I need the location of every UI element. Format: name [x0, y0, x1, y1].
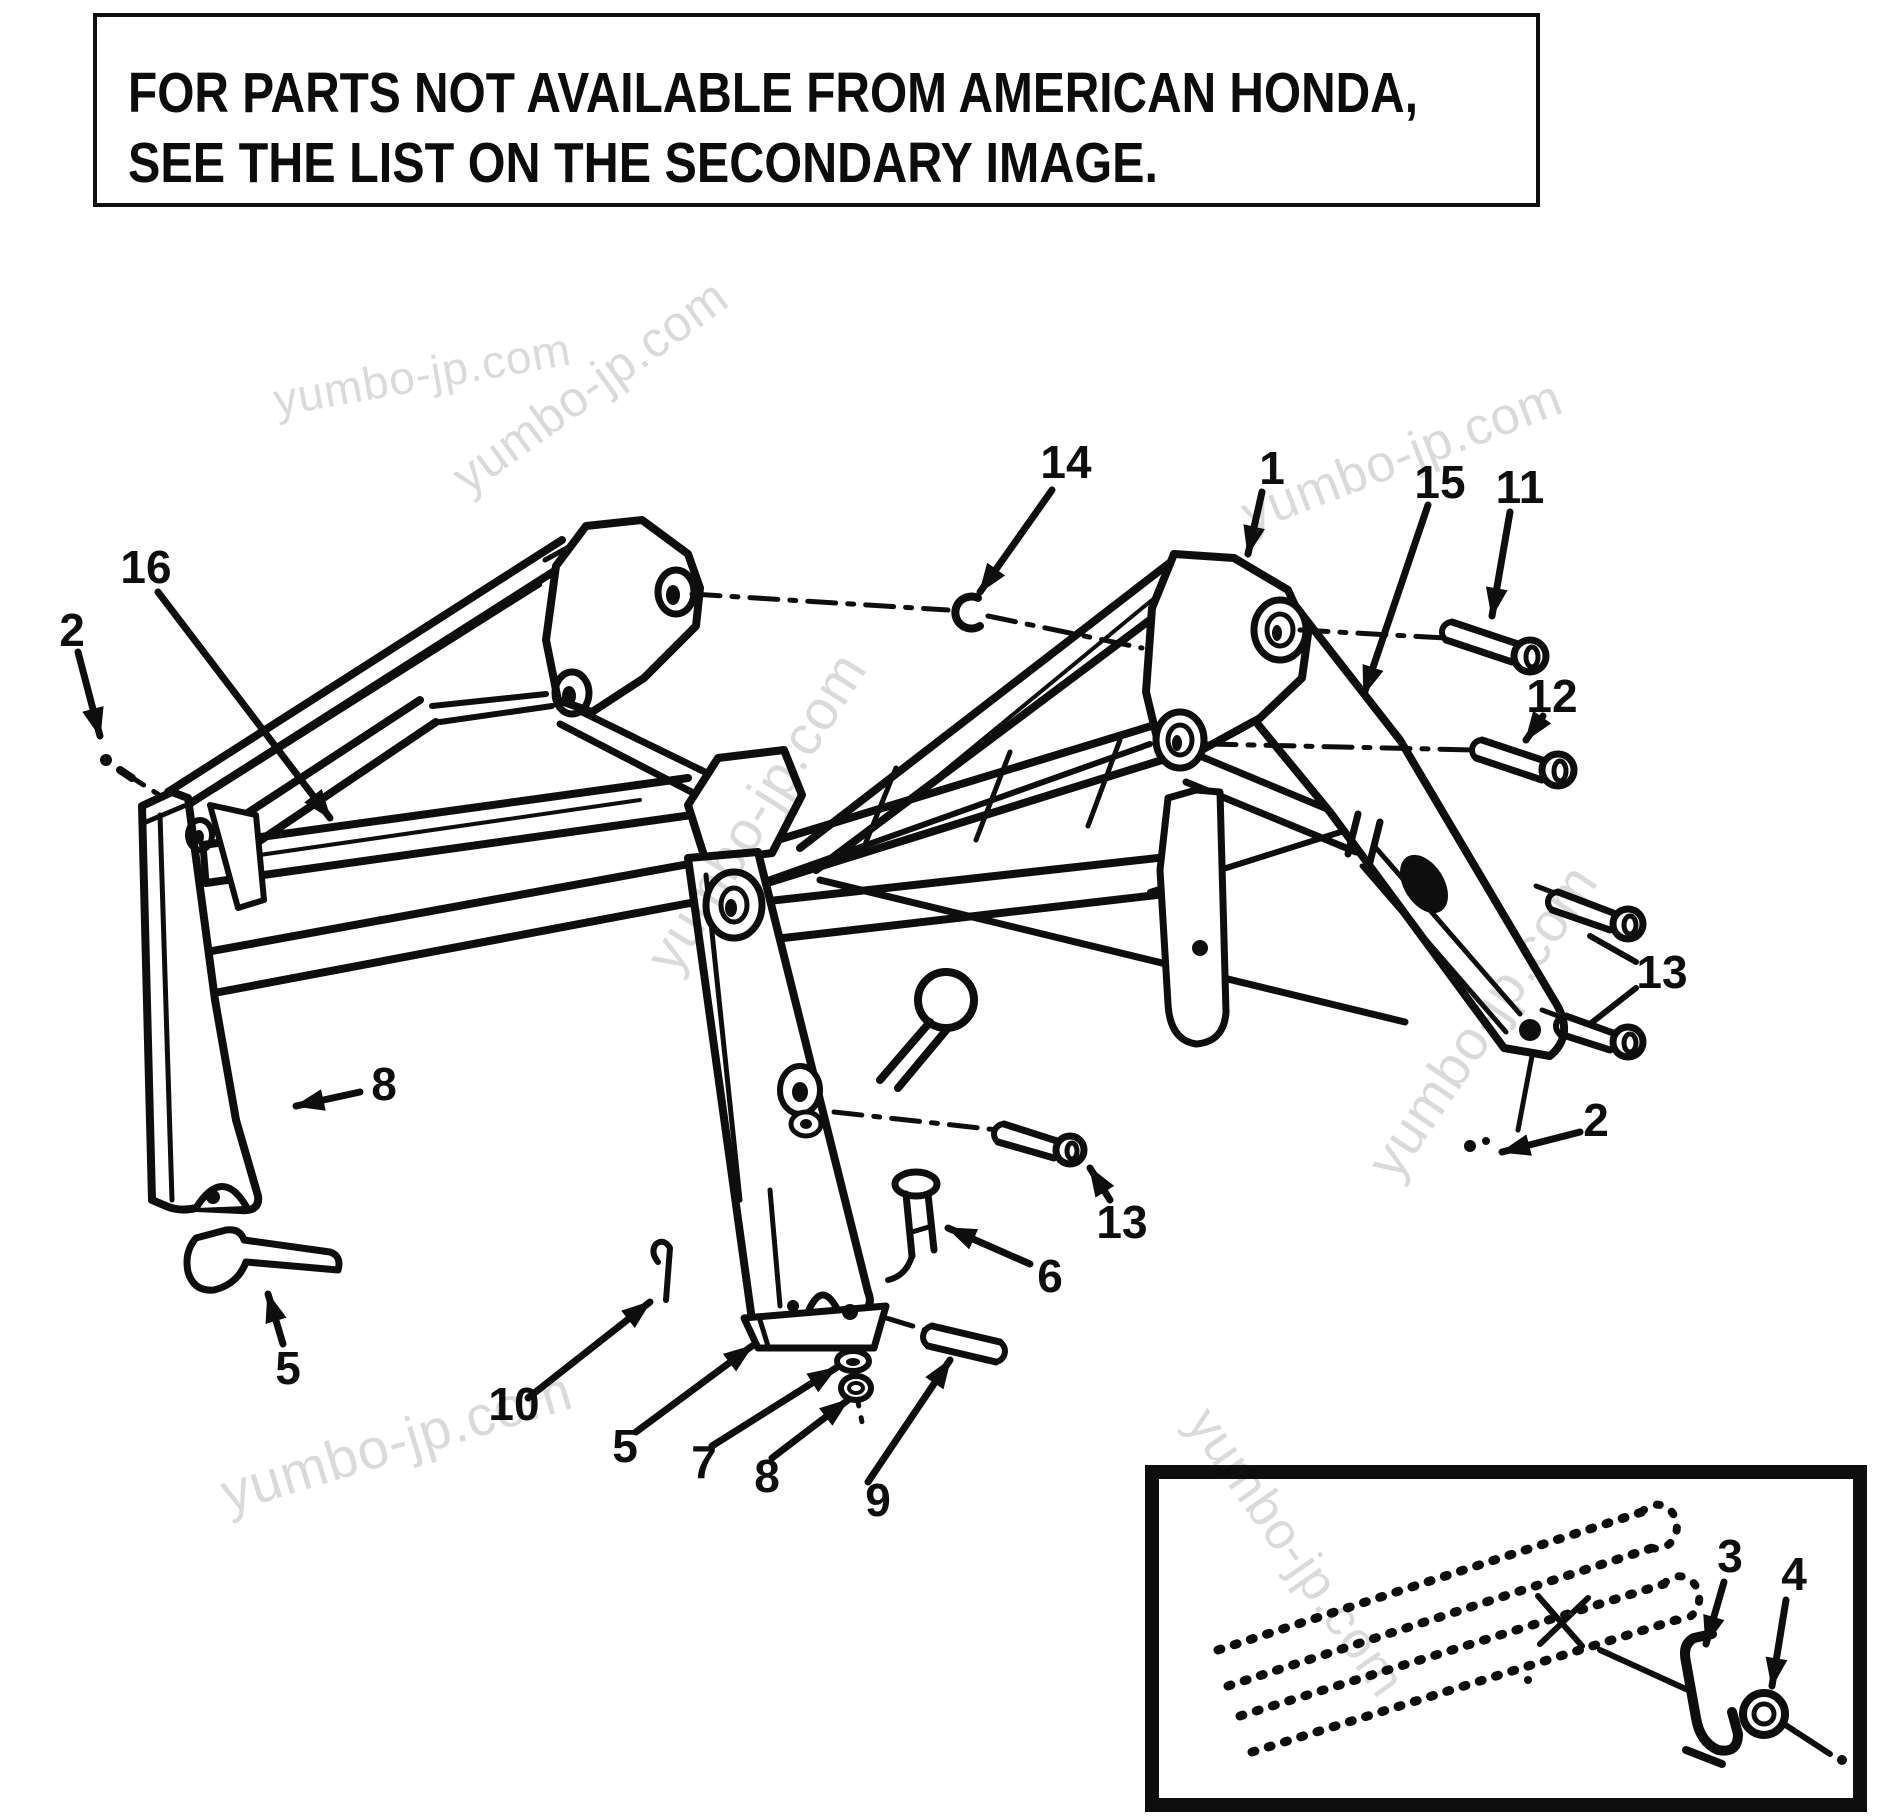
bolt-13-lower: [1553, 1012, 1647, 1061]
callout-14-label: 14: [1040, 436, 1092, 488]
pivot-plate-left: [542, 516, 704, 718]
pin-6: [885, 1168, 941, 1283]
callout-14: 14: [976, 436, 1092, 596]
washer-7: [834, 1348, 872, 1374]
callout-13-center: 13: [1086, 1164, 1148, 1248]
callout-11-label: 11: [1496, 461, 1545, 513]
callout-5-center-label: 5: [612, 1420, 638, 1472]
callout-1: 1: [1243, 442, 1285, 558]
pivot-plate-right: [1142, 550, 1312, 772]
boom-arm-right: [796, 554, 1202, 874]
inset-hoses: [1213, 1500, 1704, 1757]
callout-10: 10: [488, 1298, 654, 1430]
callout-8-center: 8: [754, 1396, 852, 1502]
callout-4: 4: [1765, 1548, 1807, 1690]
bolt-12: [1469, 736, 1578, 790]
crossmember-left: [186, 774, 710, 1001]
nut-8: [838, 1373, 874, 1403]
callout-2-left-label: 2: [59, 604, 85, 656]
callout-15-label: 15: [1414, 456, 1465, 508]
callout-8-left-label: 8: [371, 1058, 397, 1110]
hose-clamp: [1680, 1629, 1743, 1756]
callout-13-right: 13: [1587, 933, 1688, 1027]
callout-6-label: 6: [1037, 1250, 1063, 1302]
bolt-13-center: [991, 1120, 1088, 1168]
callout-3-label: 3: [1717, 1530, 1743, 1582]
cotter-pin-10: [650, 1238, 673, 1303]
callout-8-center-label: 8: [754, 1450, 780, 1502]
callout-9: 9: [864, 1356, 954, 1526]
callout-8-left: 8: [292, 1058, 397, 1111]
callout-15: 15: [1360, 456, 1466, 698]
callout-5-left: 5: [264, 1290, 301, 1394]
tilt-rod: [876, 968, 978, 1092]
callout-12: 12: [1522, 670, 1578, 744]
callout-5-center: 5: [612, 1342, 756, 1472]
lift-cylinder-left: [220, 691, 754, 852]
inset-box: 3 4: [1145, 1465, 1867, 1812]
callout-5-left-label: 5: [275, 1342, 301, 1394]
bolt-13-upper: [1545, 888, 1647, 943]
callout-6: 6: [944, 1224, 1063, 1302]
notice-line-1: FOR PARTS NOT AVAILABLE FROM AMERICAN HO…: [128, 61, 1418, 125]
callout-2-right: 2: [1498, 1094, 1609, 1156]
callout-13-center-label: 13: [1096, 1196, 1147, 1248]
pin-9: [920, 1322, 1008, 1366]
bolt-11: [1439, 618, 1550, 676]
callout-13-right-label: 13: [1636, 946, 1687, 998]
callout-1-label: 1: [1259, 442, 1285, 494]
notice-border: [93, 13, 1540, 207]
center-hinge: [684, 746, 806, 866]
axis-lines: [117, 591, 1561, 1435]
bracket-flap: [1156, 786, 1230, 1048]
callout-2-left: 2: [59, 604, 104, 740]
fasteners: [100, 592, 1647, 1403]
hose-nut: [1739, 1689, 1789, 1739]
callouts: 16 2 14 1 15 11 12 13: [59, 436, 1687, 1526]
callout-16-label: 16: [120, 541, 171, 593]
callout-7-label: 7: [691, 1436, 717, 1488]
snap-ring: [951, 592, 984, 633]
callout-9-label: 9: [865, 1474, 891, 1526]
center-post: [684, 848, 890, 1352]
notice-box: FOR PARTS NOT AVAILABLE FROM AMERICAN HO…: [93, 13, 1540, 207]
callout-3: 3: [1702, 1530, 1743, 1648]
main-drawing: [100, 516, 1647, 1435]
callout-10-label: 10: [488, 1378, 539, 1430]
lock-bracket-left: [183, 1226, 343, 1294]
callout-16: 16: [120, 541, 334, 822]
callout-11: 11: [1485, 461, 1545, 620]
pin-dots-2-right: [1464, 1137, 1490, 1152]
callout-2-right-label: 2: [1583, 1094, 1609, 1146]
callout-4-label: 4: [1781, 1548, 1807, 1600]
inset-clamp-area: [1524, 1593, 1847, 1768]
left-post: [138, 788, 267, 1215]
boom-arm-left: [164, 535, 595, 810]
watermark: yumbo-jp.com: [213, 1358, 579, 1525]
callout-7: 7: [691, 1364, 840, 1488]
notice-line-2: SEE THE LIST ON THE SECONDARY IMAGE.: [128, 131, 1158, 195]
callout-12-label: 12: [1526, 670, 1577, 722]
